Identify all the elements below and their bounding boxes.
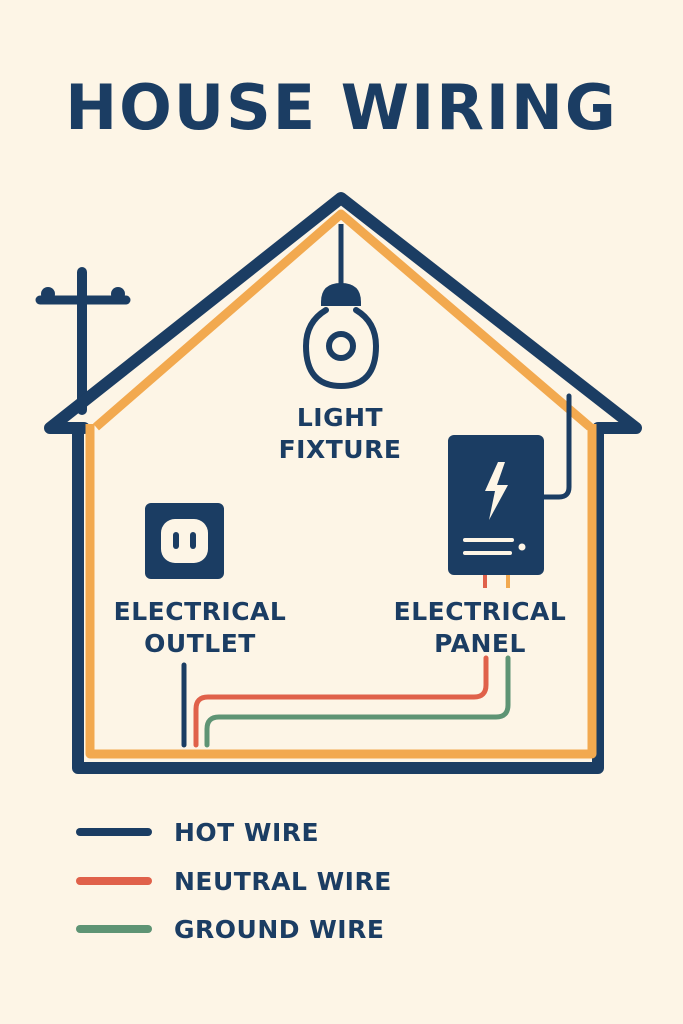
electrical-panel-label: ELECTRICAL PANEL <box>370 596 590 660</box>
legend-swatch-ground <box>76 925 152 933</box>
legend-swatch-neutral <box>76 877 152 885</box>
neutral-wire <box>193 655 489 748</box>
utility-pole-icon <box>35 267 131 415</box>
light-fixture-label: LIGHT FIXTURE <box>255 402 425 466</box>
electrical-panel-icon <box>448 435 544 575</box>
legend-label-ground: GROUND WIRE <box>174 914 385 944</box>
light-bulb-icon <box>302 224 380 390</box>
page-title: HOUSE WIRING <box>65 71 618 144</box>
house-outline <box>44 192 642 774</box>
legend-label-neutral: NEUTRAL WIRE <box>174 866 392 896</box>
legend-item-hot: HOT WIRE <box>76 817 319 847</box>
electrical-outlet-label-text: ELECTRICAL OUTLET <box>113 597 287 658</box>
electrical-panel-label-text: ELECTRICAL PANEL <box>393 597 567 658</box>
lightning-bolt-icon <box>485 462 508 520</box>
outlet-icon <box>145 503 224 579</box>
legend-item-neutral: NEUTRAL WIRE <box>76 866 392 896</box>
light-fixture-label-text: LIGHT FIXTURE <box>278 403 402 464</box>
legend-label-hot: HOT WIRE <box>174 817 320 847</box>
ground-wire <box>204 655 511 748</box>
legend-item-ground: GROUND WIRE <box>76 914 384 944</box>
service-wire <box>539 393 572 500</box>
electrical-outlet-label: ELECTRICAL OUTLET <box>95 596 305 660</box>
legend-swatch-hot <box>76 828 152 836</box>
